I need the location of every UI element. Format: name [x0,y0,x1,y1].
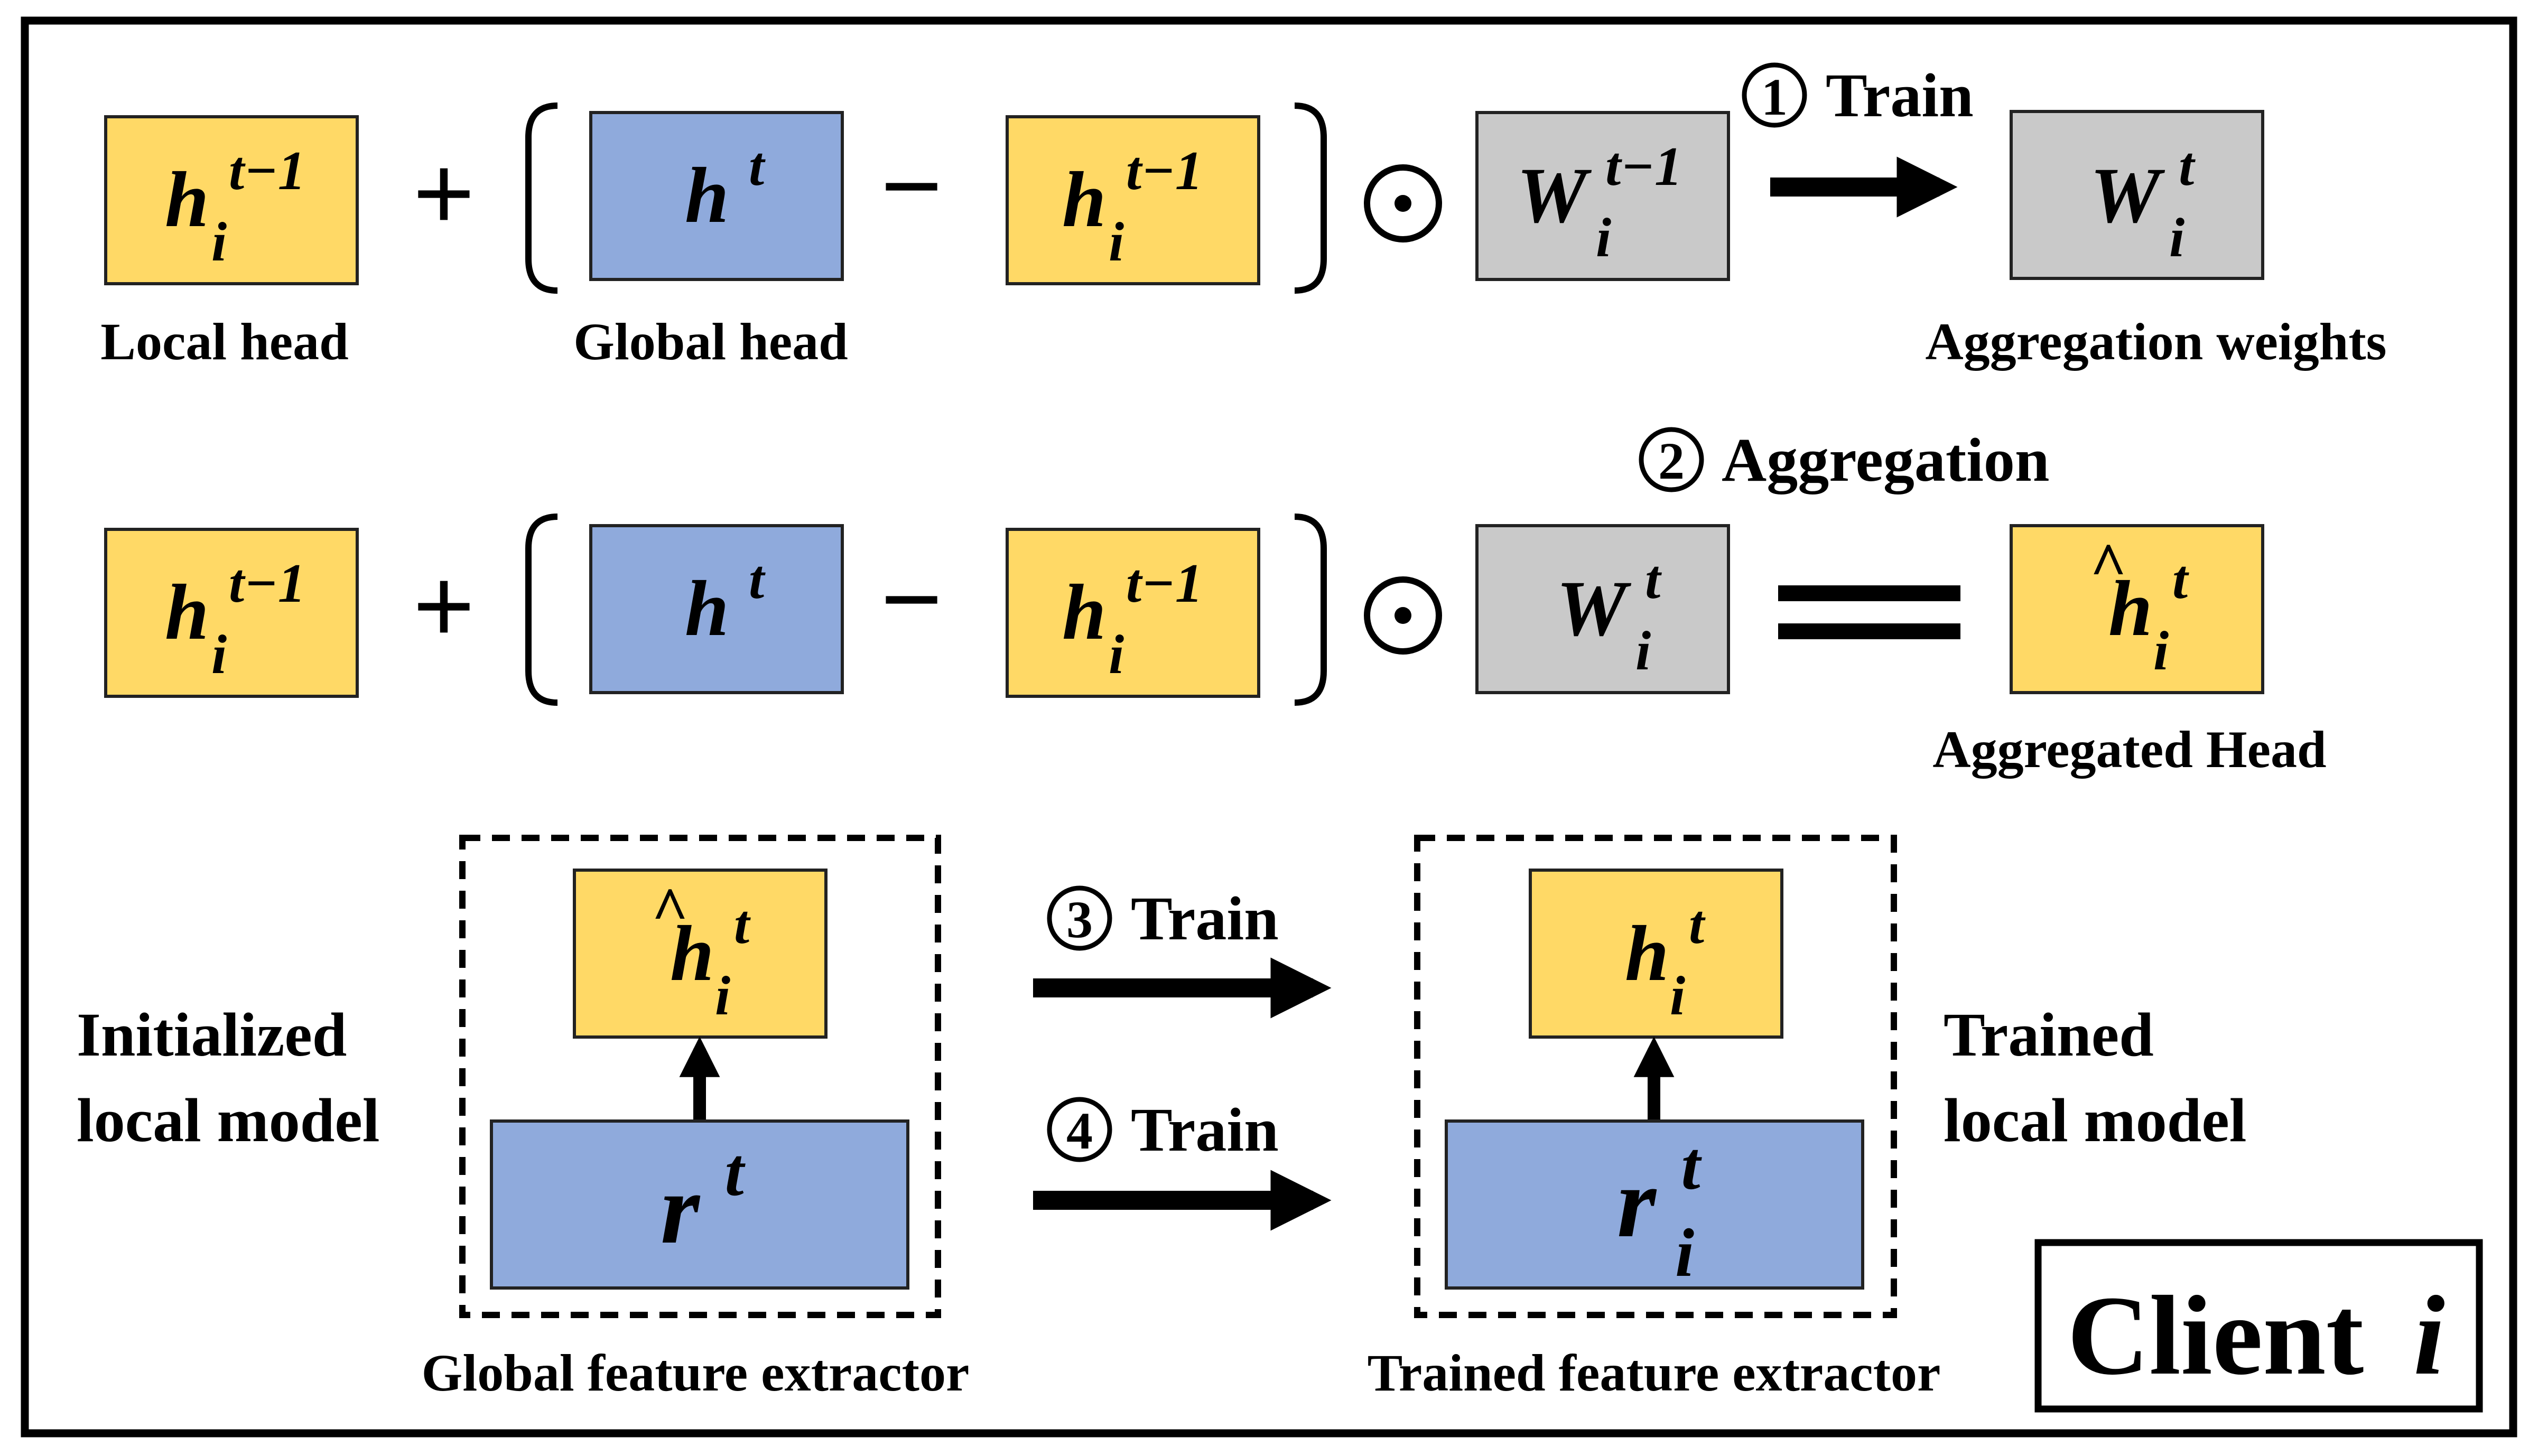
row1-weights-new-box: W t i [2010,110,2264,280]
initialized-head-box: ^ h t i [573,869,828,1039]
initialized-model-label-line2: local model [77,1086,380,1155]
client-box-frame [2034,1239,2483,1413]
row2-local-head-symbol-2: h t−1 i [1062,531,1223,685]
trained-head-box: h t i [1529,869,1783,1039]
row2-equation: 2 Aggregation h t−1 i + h t − [104,425,2327,779]
row2-local-head-box: h t−1 i [104,528,359,698]
row2-minus-sign: − [881,540,943,658]
row2-plus-sign: + [413,547,475,665]
step2-number: 2 [1658,432,1685,490]
step4-train-label: 4 Train [1047,1095,1279,1164]
row1-local-head-box: h t−1 i [104,115,359,285]
row1-left-bracket [525,102,558,294]
step1-number: 1 [1761,68,1788,126]
initialized-head-hat: ^ [652,874,689,945]
step3-number: 3 [1066,890,1093,949]
step4-number: 4 [1066,1102,1093,1160]
row1-weights-prev-box: W t−1 i [1475,111,1730,281]
client-box: Client i [2034,1239,2483,1413]
step1-number-circle [1742,62,1807,128]
row1-minus-sign: − [881,127,943,245]
step3-label: Train [1131,884,1279,953]
row2-aggregated-head-hat: ^ [2090,530,2127,600]
row1-global-head-box: h t [589,111,844,281]
row2-equals-sign [1778,585,1960,639]
global-head-caption: Global head [573,312,848,371]
row2-right-bracket [1294,514,1327,706]
aggregation-weights-caption: Aggregation weights [1925,312,2386,371]
global-feature-extractor-symbol: r t [661,1134,746,1265]
initialized-model-label-line1: Initialized [77,1000,347,1069]
row2-local-head-box-2: h t−1 i [1006,528,1260,698]
row1-local-head-box-2: h t−1 i [1006,115,1260,285]
outer-frame [21,16,2517,1438]
row1-local-head-symbol: h t−1 i [165,119,326,273]
step2-label: Aggregation [1722,425,2050,494]
row2-weights-symbol: W t i [1556,528,1680,682]
row2-global-head-symbol: h t [685,548,766,652]
initialized-model-frame [459,835,941,1318]
row2-global-head-box: h t [589,524,844,694]
trained-feature-extractor-box: r t i [1445,1100,1864,1291]
row1-weights-new-symbol: W t i [2090,115,2214,268]
initialized-head-symbol: h t i [670,873,769,1026]
trained-model-frame [1414,835,1897,1318]
global-feature-extractor-caption: Global feature extractor [422,1343,970,1402]
step1-train-label: 1 Train [1742,61,1974,130]
row2-hadamard-operator [1364,576,1442,655]
step3-number-circle [1047,885,1112,951]
trained-head-symbol: h t i [1625,873,1724,1026]
row1-local-head-symbol-2: h t−1 i [1062,119,1223,273]
trained-model-label-line2: local model [1944,1086,2247,1155]
row2-aggregated-head-symbol: h t i [2108,528,2208,682]
step1-label: Train [1826,61,1974,130]
aggregated-head-caption: Aggregated Head [1932,720,2326,779]
step3-train-label: 3 Train [1047,884,1279,953]
global-feature-extractor-box: r t [490,1119,909,1290]
row1-global-head-symbol: h t [685,135,766,239]
row2-local-head-symbol: h t−1 i [165,531,326,685]
row2-weights-box: W t i [1475,524,1730,694]
step2-number-circle [1639,427,1704,492]
row1-plus-sign: + [413,134,475,252]
row1-equation: h t−1 i + h t − h t−1 i [100,61,2386,371]
step4-number-circle [1047,1097,1112,1162]
step4-label: Train [1131,1095,1279,1164]
row2-aggregated-head-box: ^ h t i [2010,524,2264,694]
step2-aggregation-label: 2 Aggregation [1639,425,2050,494]
client-box-label: Client i [2067,1272,2445,1398]
trained-feature-extractor-symbol: r t i [1617,1100,1725,1291]
trained-model-label-line1: Trained [1944,1000,2154,1069]
row2-left-bracket [525,514,558,706]
local-head-caption: Local head [100,312,348,371]
row3-models: Initialized local model ^ h t i r t Glob… [77,835,2247,1402]
trained-feature-extractor-caption: Trained feature extractor [1368,1343,1941,1402]
row1-hadamard-operator [1364,164,1442,242]
row1-right-bracket [1294,102,1327,294]
row1-weights-prev-symbol: W t−1 i [1517,115,1702,268]
